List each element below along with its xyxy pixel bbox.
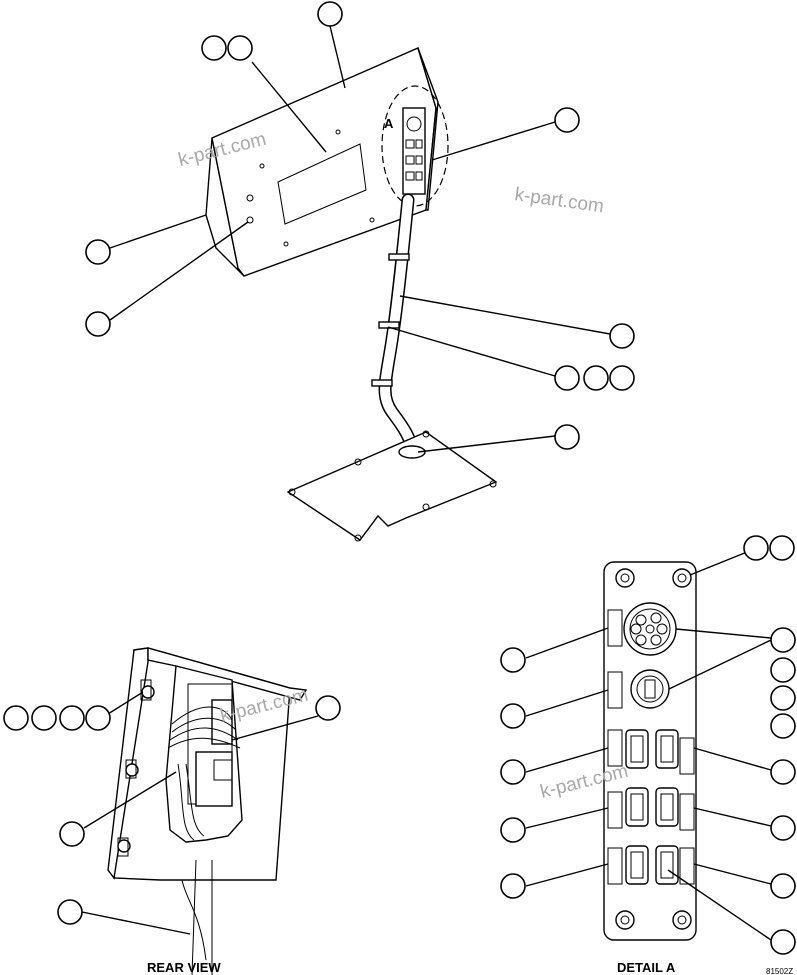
base-plate: [286, 430, 498, 542]
detail-a-panel: [603, 561, 697, 941]
detail-a-callout-bubbles: [500, 535, 796, 955]
rear-view-caption: REAR VIEW: [147, 960, 221, 975]
rear-view-leader-lines: [81, 691, 319, 935]
main-leader-lines: [109, 25, 611, 453]
main-callout-bubbles: [85, 1, 635, 450]
watermark: k-part.com: [513, 184, 605, 217]
figure-number: 81502Z: [766, 967, 793, 975]
detail-marker-label: A: [384, 116, 394, 131]
display-box-assembly: [205, 47, 449, 277]
detail-a-leader-lines: [525, 549, 772, 941]
rear-view-assembly: [107, 647, 308, 975]
detail-a-caption: DETAIL A: [617, 960, 676, 975]
rear-view-callout-bubbles: [3, 695, 341, 925]
